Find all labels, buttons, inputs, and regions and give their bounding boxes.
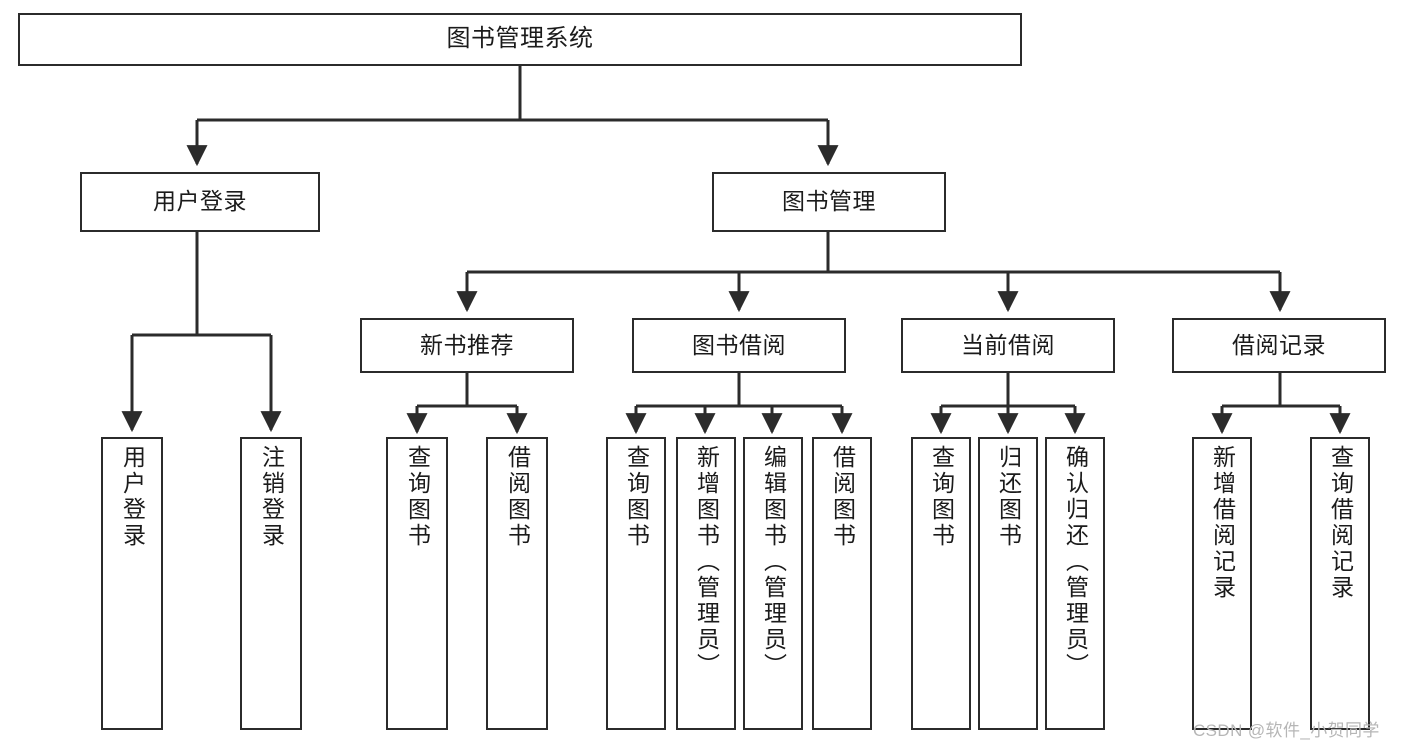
node-root-label: 图书管理系统	[446, 25, 594, 53]
node-new-book-rec-label: 新书推荐	[420, 331, 514, 358]
node-book-manage-label: 图书管理	[782, 188, 876, 215]
node-book-borrow[interactable]: 图书借阅	[632, 318, 846, 373]
node-leaf-add-book-label: 新增图书（管理员）	[693, 445, 720, 679]
node-leaf-logout[interactable]: 注销登录	[240, 437, 302, 730]
node-current-borrow-label: 当前借阅	[961, 331, 1055, 358]
node-leaf-add-record-label: 新增借阅记录	[1209, 445, 1236, 601]
node-leaf-logout-label: 注销登录	[258, 445, 285, 549]
node-borrow-record-label: 借阅记录	[1232, 331, 1326, 358]
node-leaf-confirm-return[interactable]: 确认归还（管理员）	[1045, 437, 1105, 730]
node-leaf-borrow-book-1[interactable]: 借阅图书	[486, 437, 548, 730]
node-leaf-borrow-book-2[interactable]: 借阅图书	[812, 437, 872, 730]
node-leaf-query-book-3[interactable]: 查询图书	[911, 437, 971, 730]
node-book-manage[interactable]: 图书管理	[712, 172, 946, 232]
node-leaf-edit-book-label: 编辑图书（管理员）	[760, 445, 787, 679]
node-leaf-confirm-return-label: 确认归还（管理员）	[1062, 445, 1089, 679]
node-leaf-edit-book[interactable]: 编辑图书（管理员）	[743, 437, 803, 730]
node-current-borrow[interactable]: 当前借阅	[901, 318, 1115, 373]
node-leaf-return-book[interactable]: 归还图书	[978, 437, 1038, 730]
node-leaf-query-record[interactable]: 查询借阅记录	[1310, 437, 1370, 730]
node-leaf-user-login[interactable]: 用户登录	[101, 437, 163, 730]
node-leaf-query-book-2[interactable]: 查询图书	[606, 437, 666, 730]
node-leaf-user-login-label: 用户登录	[119, 445, 146, 549]
node-user-login-label: 用户登录	[153, 188, 247, 215]
node-leaf-query-book-1-label: 查询图书	[404, 445, 431, 549]
node-borrow-record[interactable]: 借阅记录	[1172, 318, 1386, 373]
csdn-watermark: CSDN @软件_小贺同学	[1193, 721, 1380, 740]
node-leaf-borrow-book-1-label: 借阅图书	[504, 445, 531, 549]
node-leaf-query-record-label: 查询借阅记录	[1327, 445, 1354, 601]
node-root[interactable]: 图书管理系统	[18, 13, 1022, 66]
node-leaf-query-book-1[interactable]: 查询图书	[386, 437, 448, 730]
node-leaf-borrow-book-2-label: 借阅图书	[829, 445, 856, 549]
node-book-borrow-label: 图书借阅	[692, 331, 786, 358]
node-leaf-add-book[interactable]: 新增图书（管理员）	[676, 437, 736, 730]
node-leaf-add-record[interactable]: 新增借阅记录	[1192, 437, 1252, 730]
node-leaf-query-book-2-label: 查询图书	[623, 445, 650, 549]
node-leaf-query-book-3-label: 查询图书	[928, 445, 955, 549]
node-user-login[interactable]: 用户登录	[80, 172, 320, 232]
node-new-book-rec[interactable]: 新书推荐	[360, 318, 574, 373]
node-leaf-return-book-label: 归还图书	[995, 445, 1022, 549]
